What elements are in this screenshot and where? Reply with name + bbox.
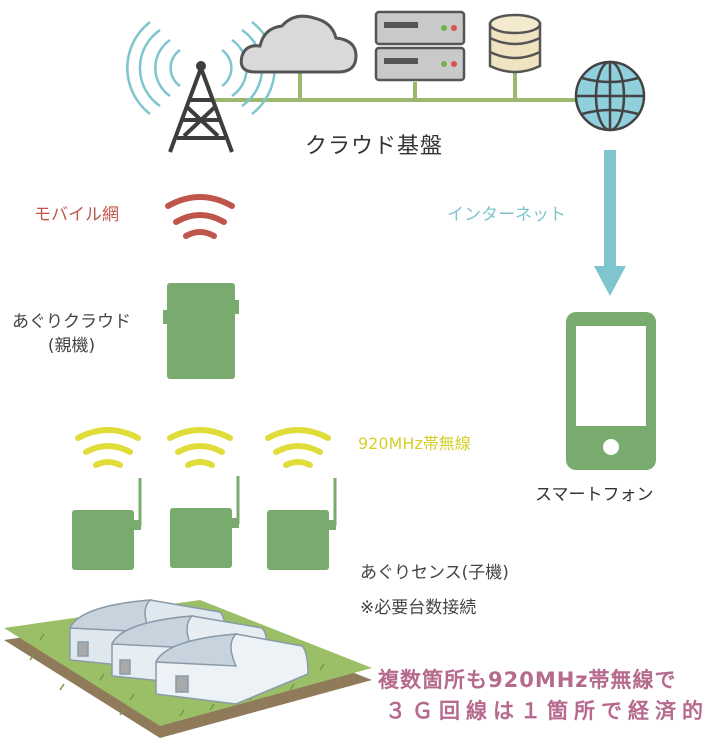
parent-unit-label: あぐりクラウド (親機) — [12, 310, 131, 358]
diagram-canvas — [4, 10, 656, 738]
backbone-line — [215, 70, 580, 102]
promo-line-1: 複数箇所も920MHz帯無線で — [378, 668, 677, 692]
globe-icon — [574, 60, 646, 132]
smartphone-label: スマートフォン — [535, 485, 654, 505]
internet-arrow — [594, 150, 626, 296]
connect-note-label: ※必要台数接続 — [360, 598, 477, 618]
database-icon — [488, 13, 542, 74]
cloud-infra-label: クラウド基盤 — [305, 134, 444, 159]
parent-unit-sub: (親機) — [47, 336, 96, 356]
parent-device — [163, 283, 239, 379]
cloud-icon — [239, 14, 358, 74]
promo-line-2: ３Ｇ回線は１箇所で経済的 — [385, 699, 709, 723]
child-device — [72, 478, 142, 570]
antenna-tower-icon — [126, 21, 276, 153]
server-icon — [374, 10, 466, 82]
radio-920-label: 920MHz帯無線 — [358, 434, 471, 453]
mobile-network-label: モバイル網 — [34, 205, 119, 225]
internet-label: インターネット — [447, 205, 566, 225]
smartphone-icon — [566, 312, 656, 470]
child-device — [170, 476, 240, 568]
mobile-signal-icon — [165, 194, 235, 239]
radio-signal-icon — [75, 427, 141, 468]
parent-unit-name: あぐりクラウド — [12, 312, 131, 332]
radio-signal-icon — [265, 427, 331, 468]
radio-signal-icon — [167, 427, 233, 468]
child-unit-label: あぐりセンス(子機) — [360, 563, 509, 583]
child-device — [267, 478, 337, 570]
greenhouse-icon — [68, 599, 309, 705]
